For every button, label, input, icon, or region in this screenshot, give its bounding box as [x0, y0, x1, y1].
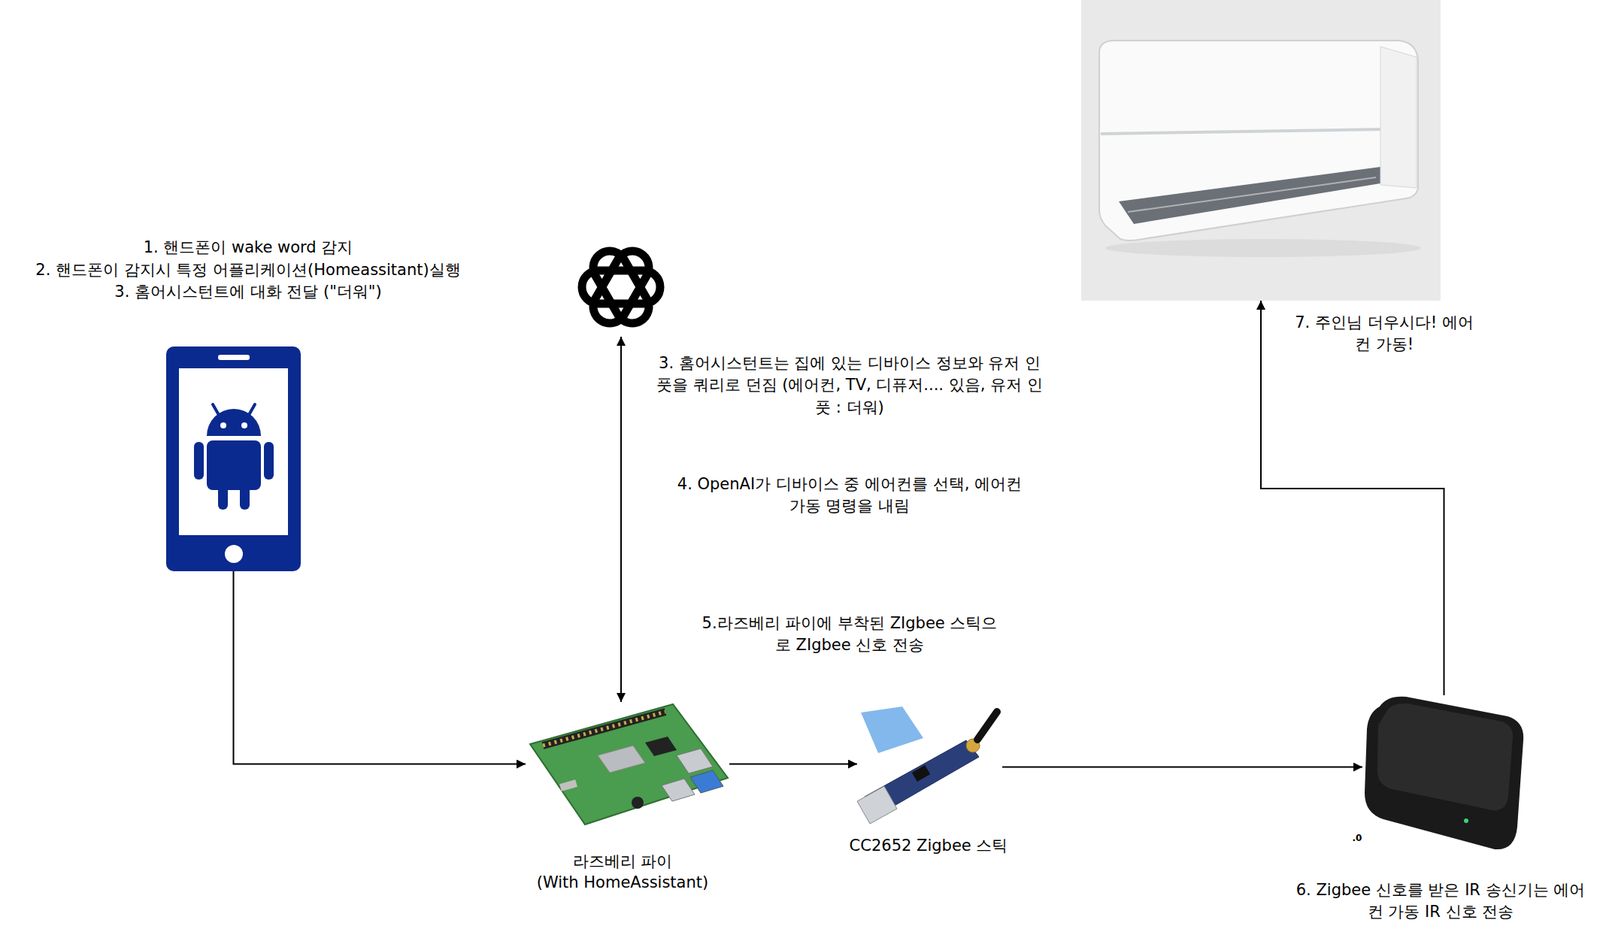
android-arm: [193, 442, 204, 480]
android-arm: [263, 442, 274, 480]
node-label: 라즈베리 파이: [572, 851, 673, 873]
zigbee-stick-node: CC2652 Zigbee 스틱: [857, 706, 1003, 829]
android-eye: [220, 422, 227, 429]
ac-end-cap: [1380, 46, 1417, 188]
node-label: 6. Zigbee 신호를 받은 IR 송신기는 에어컨 가동 IR 신호 전송: [1290, 879, 1591, 925]
openai-logo: [581, 245, 661, 330]
small-mark: .0: [1352, 833, 1363, 844]
logo-loop: [587, 245, 655, 330]
step-note: 3. 홈어시스턴트는 집에 있는 디바이스 정보와 유저 인풋을 쿼리로 던짐 …: [654, 352, 1046, 419]
step-note: 5.라즈베리 파이에 부착된 ZIgbee 스틱으로 ZIgbee 신호 전송: [699, 612, 1000, 658]
ac-shadow: [1105, 239, 1422, 258]
raspberry-pi-illustration: [530, 704, 728, 825]
android-antenna: [248, 404, 255, 416]
phone-illustration: [166, 346, 301, 572]
logo-loop: [587, 245, 655, 330]
phone-screen: [178, 368, 288, 536]
node-label: 1. 핸드폰이 wake word 감지: [143, 236, 354, 259]
air-conditioner-node: [1081, 0, 1441, 301]
connector: [233, 571, 527, 765]
pi-audio-jack: [631, 796, 644, 810]
android-eye: [241, 422, 248, 429]
pi-hdmi: [559, 779, 578, 792]
air-conditioner-illustration: [1081, 0, 1441, 301]
phone-body: [166, 346, 301, 572]
pi-usb: [690, 770, 724, 794]
pi-cpu: [597, 745, 646, 773]
stick-chip: [912, 765, 931, 782]
ir-body: [1364, 696, 1524, 850]
step-note: 4. OpenAI가 디바이스 중 에어컨를 선택, 에어컨 가동 명령을 내림: [676, 473, 1023, 519]
phone-speaker: [218, 354, 250, 361]
ac-vent: [1118, 166, 1381, 225]
pi-ethernet: [676, 748, 713, 774]
phone-button: [224, 545, 243, 564]
ac-background: [1081, 0, 1441, 301]
android-leg: [239, 484, 250, 510]
node-label: 3. 홈어시스턴트에 대화 전달 ("더워"): [114, 281, 382, 304]
pi-header: [542, 712, 666, 746]
android-head: [206, 409, 261, 437]
connector: [620, 336, 622, 703]
stick-usb: [857, 786, 897, 825]
ir-blaster-node: 6. Zigbee 신호를 받은 IR 송신기는 에어컨 가동 IR 신호 전송: [1362, 695, 1526, 852]
ir-blaster-illustration: [1364, 696, 1524, 850]
raspberry-pi-node: 라즈베리 파이(With HomeAssistant): [525, 702, 730, 827]
openai-node: [571, 237, 671, 337]
android-antenna: [212, 404, 219, 416]
ac-body: [1099, 40, 1419, 241]
pi-chip: [645, 736, 677, 757]
connector: [1002, 766, 1363, 769]
node-label: CC2652 Zigbee 스틱: [849, 835, 1009, 858]
step-note: 7. 주인님 더우시다! 에어컨 가동!: [1293, 312, 1475, 357]
ir-top: [1377, 703, 1513, 811]
connector: [729, 763, 858, 766]
ac-panel-line: [1100, 129, 1382, 134]
phone-node: 1. 핸드폰이 wake word 감지2. 핸드폰이 감지시 특정 어플리케이…: [166, 346, 301, 572]
android-leg: [218, 484, 228, 510]
node-label: 2. 핸드폰이 감지시 특정 어플리케이션(Homeassitant)실행: [35, 259, 461, 282]
stick-antenna: [977, 712, 997, 740]
pi-board: [530, 704, 728, 825]
node-label: (With HomeAssistant): [536, 872, 709, 894]
connector: [1260, 300, 1445, 696]
pi-usb: [661, 778, 695, 802]
ac-vent-line: [1127, 177, 1376, 213]
zigbee-stick-illustration: [857, 706, 997, 825]
stick-case: [860, 706, 924, 754]
pi-pins: [542, 712, 666, 746]
ir-led: [1463, 818, 1469, 824]
android-body: [206, 440, 261, 491]
